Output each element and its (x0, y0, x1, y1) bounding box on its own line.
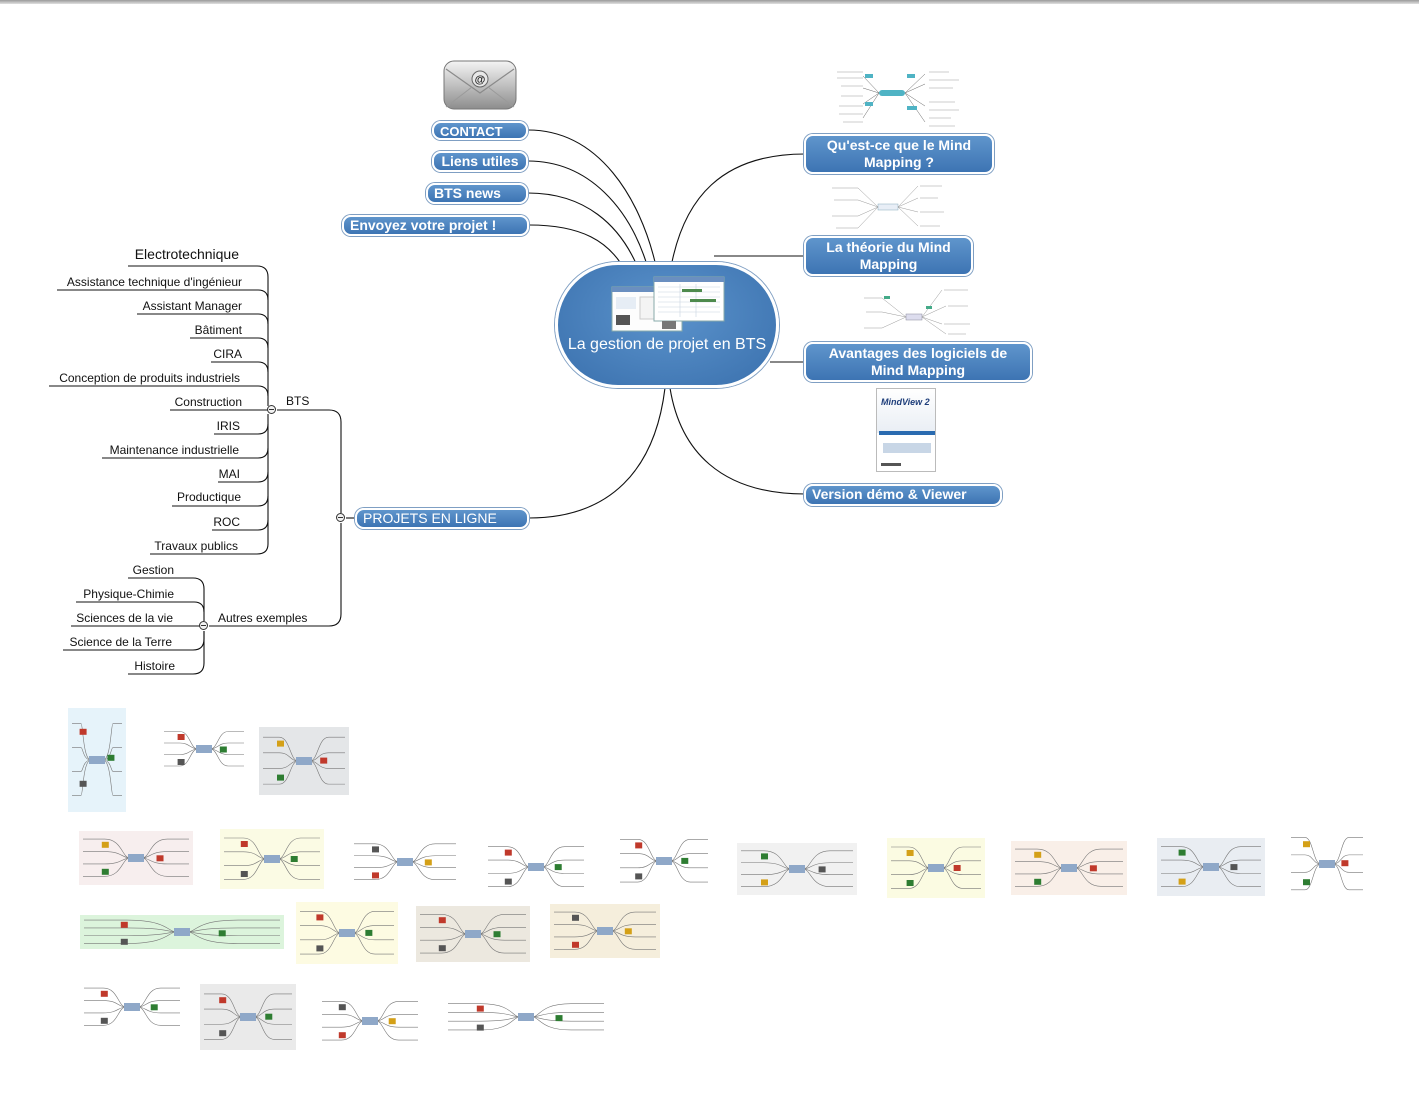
thumbnail-drawing (72, 723, 122, 796)
quest-ce-label: Qu'est-ce que le Mind Mapping ? (826, 137, 972, 170)
collapse-autres-toggle[interactable] (199, 621, 208, 630)
mindview-cover-image[interactable]: MindView 2 (876, 388, 936, 472)
bts-item[interactable]: ROC (213, 515, 240, 529)
thumbnail-drawing (300, 911, 394, 955)
svg-text:@: @ (475, 74, 486, 86)
bts-branch-label[interactable]: BTS (286, 394, 310, 408)
example-mindmap-thumbnail[interactable] (737, 843, 857, 895)
example-mindmap-thumbnail[interactable] (80, 915, 284, 949)
example-mindmap-thumbnail[interactable] (444, 998, 608, 1036)
email-icon[interactable]: @ (442, 55, 518, 113)
example-mindmap-thumbnail[interactable] (1287, 826, 1367, 902)
avantages-label: Avantages des logiciels de Mind Mapping (828, 345, 1008, 378)
bts-item[interactable]: Construction (174, 395, 242, 409)
thumbnail-drawing (1015, 848, 1123, 887)
link-bts-branch (277, 409, 342, 513)
autres-item[interactable]: Sciences de la vie (76, 611, 173, 625)
example-mindmap-thumbnail[interactable] (550, 904, 660, 958)
thumbnail-drawing (1291, 837, 1363, 891)
quest-ce-mind-mapping-node[interactable]: Qu'est-ce que le Mind Mapping ? (804, 134, 994, 174)
thumbnail-drawing (164, 731, 244, 767)
liens-utiles-node[interactable]: Liens utiles (432, 151, 528, 172)
central-screenshot-image (610, 275, 726, 333)
bts-item[interactable]: Travaux publics (154, 539, 238, 553)
mindmap-thumbnail-image[interactable] (828, 182, 946, 232)
link-autres-branch (209, 523, 342, 627)
link-liens (527, 160, 648, 266)
thumbnail-drawing (1161, 846, 1261, 888)
example-mindmap-thumbnail[interactable] (80, 980, 184, 1034)
contact-node[interactable]: CONTACT (432, 121, 528, 140)
bts-news-node[interactable]: BTS news (426, 183, 528, 204)
thumbnail-drawing (84, 919, 280, 945)
example-mindmap-thumbnail[interactable] (318, 993, 422, 1049)
thumbnail-drawing (322, 1001, 418, 1041)
mindview-cover-title: MindView 2 (881, 397, 930, 407)
example-mindmap-thumbnail[interactable] (259, 727, 349, 795)
thumbnail-drawing (741, 850, 853, 887)
link-contact (527, 129, 656, 263)
example-mindmap-thumbnail[interactable] (887, 838, 985, 898)
example-mindmap-thumbnail[interactable] (296, 902, 398, 964)
link-version (669, 387, 806, 495)
bts-item[interactable]: IRIS (216, 419, 240, 433)
envoyez-projet-node[interactable]: Envoyez votre projet ! (342, 215, 529, 236)
autres-item[interactable]: Science de la Terre (69, 635, 172, 649)
example-mindmap-thumbnail[interactable] (616, 830, 712, 892)
thumbnail-drawing (448, 1003, 604, 1031)
example-mindmap-thumbnail[interactable] (79, 831, 193, 885)
example-mindmap-thumbnail[interactable] (416, 906, 530, 962)
autres-item[interactable]: Gestion (132, 563, 174, 577)
example-mindmap-thumbnail[interactable] (68, 708, 126, 812)
thumbnail-drawing (263, 736, 345, 785)
example-mindmap-thumbnail[interactable] (484, 838, 588, 896)
example-mindmap-thumbnail[interactable] (350, 836, 460, 888)
top-border (0, 0, 1419, 4)
link-quest (671, 153, 806, 263)
autres-fan (63, 577, 205, 675)
bts-item[interactable]: Electrotechnique (134, 246, 239, 262)
thumbnail-drawing (554, 911, 656, 950)
collapse-bts-toggle[interactable] (267, 405, 276, 414)
theorie-mind-mapping-node[interactable]: La théorie du Mind Mapping (804, 236, 973, 276)
bts-item[interactable]: MAI (218, 467, 240, 481)
link-news (527, 192, 639, 269)
thumbnail-drawing (488, 846, 584, 888)
bts-item[interactable]: CIRA (213, 347, 242, 361)
example-mindmap-thumbnail[interactable] (1157, 838, 1265, 896)
central-topic[interactable]: La gestion de projet en BTS (555, 262, 779, 388)
mindmap-thumbnail-image[interactable] (833, 66, 971, 132)
thumbnail-drawing (891, 846, 981, 889)
mindmap-thumbnail-image[interactable] (862, 284, 974, 340)
thumbnail-drawing (84, 987, 180, 1026)
example-mindmap-thumbnail[interactable] (220, 829, 324, 889)
autres-item[interactable]: Physique-Chimie (83, 587, 174, 601)
version-demo-viewer-node[interactable]: Version démo & Viewer (804, 484, 1002, 506)
bts-item[interactable]: Assistant Manager (142, 299, 242, 313)
thumbnail-drawing (620, 839, 708, 883)
thumbnail-drawing (224, 837, 320, 880)
autres-item[interactable]: Histoire (134, 659, 175, 673)
thumbnail-drawing (204, 993, 292, 1040)
link-projets (528, 387, 666, 519)
bts-item[interactable]: Assistance technique d'ingénieur (66, 275, 242, 289)
central-title: La gestion de projet en BTS (567, 336, 767, 353)
example-mindmap-thumbnail[interactable] (1011, 841, 1127, 895)
thumbnail-drawing (83, 838, 189, 877)
example-mindmap-thumbnail[interactable] (200, 984, 296, 1050)
collapse-projets-toggle[interactable] (336, 513, 345, 522)
autres-branch-label[interactable]: Autres exemples (218, 611, 308, 625)
thumbnail-drawing (420, 914, 526, 954)
bts-item[interactable]: Bâtiment (194, 323, 242, 337)
thumbnail-drawing (354, 843, 456, 880)
projets-en-ligne-node[interactable]: PROJETS EN LIGNE (355, 508, 529, 529)
bts-fan (49, 265, 269, 555)
example-mindmap-thumbnail[interactable] (160, 724, 248, 774)
avantages-logiciels-node[interactable]: Avantages des logiciels de Mind Mapping (804, 342, 1032, 382)
bts-item[interactable]: Conception de produits industriels (59, 371, 240, 385)
bts-item[interactable]: Maintenance industrielle (109, 443, 239, 457)
theorie-label: La théorie du Mind Mapping (826, 239, 951, 272)
bts-item[interactable]: Productique (176, 490, 241, 504)
